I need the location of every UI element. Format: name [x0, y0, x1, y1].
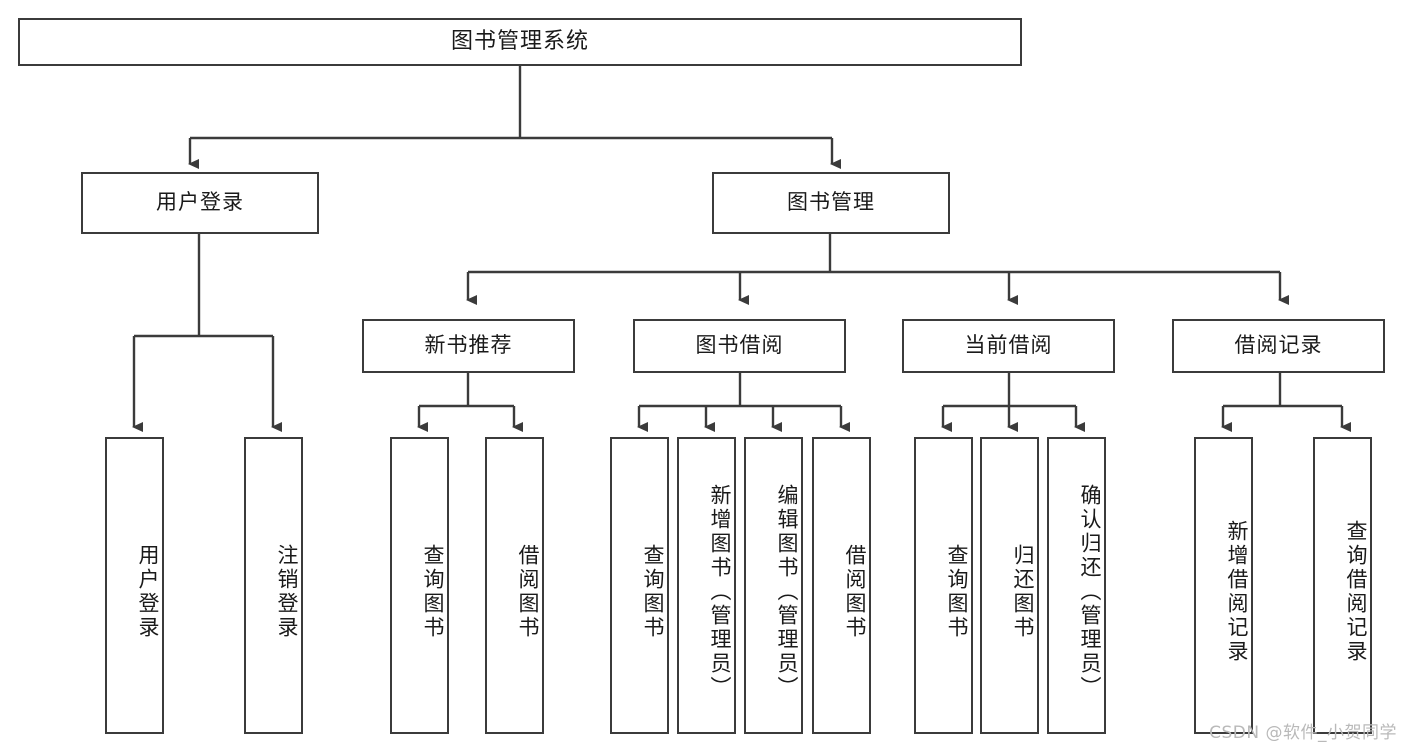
leaf-user-login-logout[interactable]: 注销登录: [244, 437, 303, 734]
leaf-current-query-book[interactable]: 查询图书: [914, 437, 973, 734]
node-label: 新书推荐: [424, 333, 513, 358]
leaf-borrow-add-book-admin[interactable]: 新增图书（管理员）: [677, 437, 736, 734]
node-label: 借阅图书: [843, 543, 867, 640]
node-label: 确认归还（管理员）: [1078, 483, 1102, 700]
node-borrow-record[interactable]: 借阅记录: [1172, 319, 1385, 373]
node-label: 图书管理: [787, 190, 875, 215]
node-label: 用户登录: [156, 190, 244, 215]
node-new-book-recommend[interactable]: 新书推荐: [362, 319, 575, 373]
leaf-borrow-borrow-book[interactable]: 借阅图书: [812, 437, 871, 734]
watermark-text: CSDN @软件_小贺同学: [1209, 723, 1397, 743]
node-label: 图书管理系统: [450, 28, 589, 54]
node-label: 归还图书: [1011, 543, 1035, 640]
leaf-recommend-borrow-book[interactable]: 借阅图书: [485, 437, 544, 734]
node-label: 注销登录: [275, 543, 299, 640]
leaf-current-return-book[interactable]: 归还图书: [980, 437, 1039, 734]
node-label: 查询图书: [945, 543, 969, 640]
node-label: 新增借阅记录: [1225, 519, 1249, 664]
node-book-borrow[interactable]: 图书借阅: [633, 319, 846, 373]
node-current-borrow[interactable]: 当前借阅: [902, 319, 1115, 373]
node-label: 编辑图书（管理员）: [775, 483, 799, 700]
node-label: 查询借阅记录: [1344, 519, 1368, 664]
node-book-management[interactable]: 图书管理: [712, 172, 950, 234]
node-label: 查询图书: [641, 543, 665, 640]
node-label: 借阅记录: [1234, 333, 1323, 358]
leaf-record-add-record[interactable]: 新增借阅记录: [1194, 437, 1253, 734]
leaf-recommend-query-book[interactable]: 查询图书: [390, 437, 449, 734]
node-root-system[interactable]: 图书管理系统: [18, 18, 1022, 66]
leaf-user-login-login[interactable]: 用户登录: [105, 437, 164, 734]
node-label: 当前借阅: [964, 333, 1053, 358]
node-label: 借阅图书: [516, 543, 540, 640]
leaf-borrow-query-book[interactable]: 查询图书: [610, 437, 669, 734]
node-label: 图书借阅: [695, 333, 784, 358]
leaf-current-confirm-return-admin[interactable]: 确认归还（管理员）: [1047, 437, 1106, 734]
node-label: 查询图书: [421, 543, 445, 640]
leaf-record-query-record[interactable]: 查询借阅记录: [1313, 437, 1372, 734]
node-label: 新增图书（管理员）: [708, 483, 732, 700]
leaf-borrow-edit-book-admin[interactable]: 编辑图书（管理员）: [744, 437, 803, 734]
node-label: 用户登录: [136, 543, 160, 640]
node-user-login[interactable]: 用户登录: [81, 172, 319, 234]
